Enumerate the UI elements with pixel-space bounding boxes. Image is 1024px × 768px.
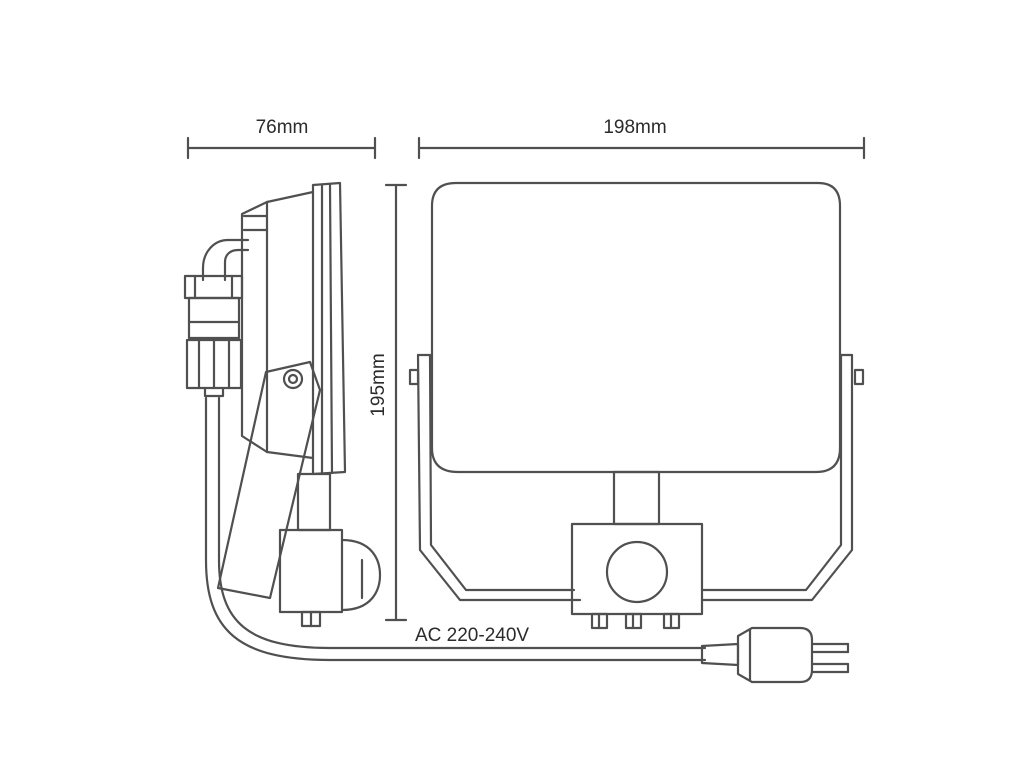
mounting-bracket-front — [408, 353, 865, 602]
dimension-line-width — [417, 136, 866, 160]
power-cable — [204, 396, 707, 662]
power-rating-label: AC 220-240V — [415, 625, 529, 646]
dimension-line-height — [384, 183, 408, 622]
mounting-bracket-side — [216, 360, 322, 600]
height-dimension-label: 195mm — [368, 353, 389, 416]
power-plug — [700, 626, 850, 684]
floodlight-front-view — [430, 181, 842, 474]
width-dimension-label: 198mm — [603, 117, 666, 138]
dimension-line-depth — [186, 136, 377, 160]
floodlight-side-view — [183, 181, 347, 476]
depth-dimension-label: 76mm — [256, 117, 309, 138]
motion-sensor-front — [570, 470, 704, 630]
motion-sensor-side — [278, 472, 382, 628]
